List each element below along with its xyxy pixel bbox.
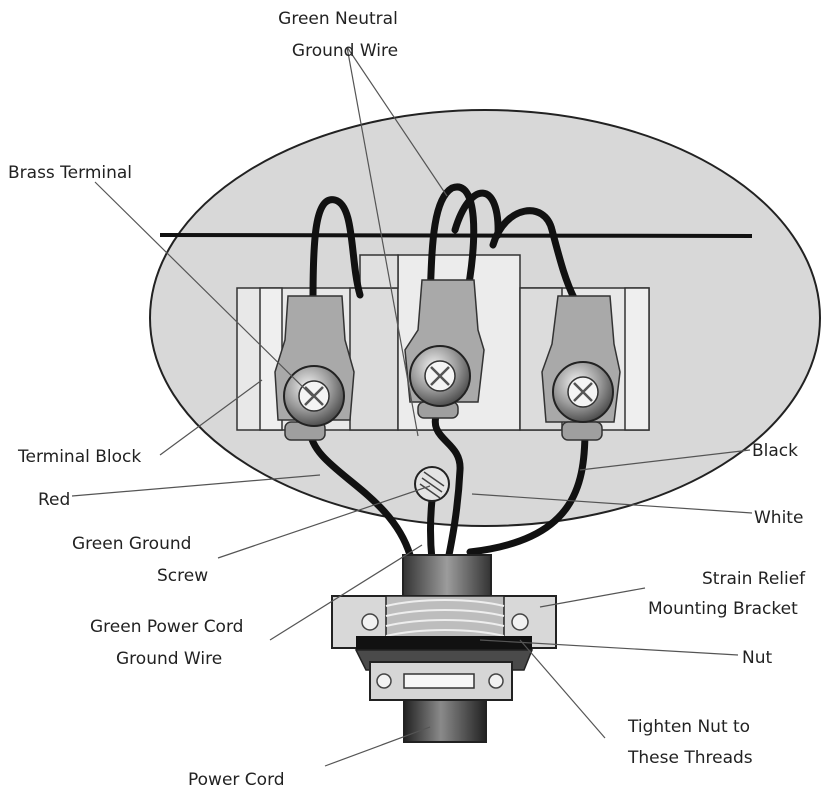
label-red: Red [38, 490, 70, 510]
brass-terminal-screw-left [283, 365, 345, 427]
label-black: Black [752, 441, 798, 461]
green-ground-screw [414, 466, 450, 502]
labels: Green Neutral Ground Wire Brass Terminal… [8, 9, 806, 790]
label-brass-terminal: Brass Terminal [8, 163, 132, 183]
label-green-power-2: Ground Wire [116, 649, 222, 669]
label-green-power-1: Green Power Cord [90, 617, 243, 637]
label-green-ground-2: Screw [157, 566, 208, 586]
brass-terminal-screw-center [409, 345, 471, 407]
label-strain-relief-2: Mounting Bracket [648, 599, 798, 619]
brass-terminal-screw-right [552, 361, 614, 423]
label-terminal-block: Terminal Block [17, 447, 141, 467]
label-nut: Nut [742, 648, 772, 668]
leader-lines [71, 46, 753, 767]
label-strain-relief-1: Strain Relief [702, 569, 806, 589]
label-power-cord: Power Cord [188, 770, 285, 790]
label-white: White [754, 508, 803, 528]
label-green-neutral-1: Green Neutral [278, 9, 398, 29]
power-cord [403, 699, 487, 743]
label-green-ground-1: Green Ground [72, 534, 191, 554]
label-tighten-2: These Threads [627, 748, 753, 768]
lower-plate [369, 661, 513, 701]
label-tighten-1: Tighten Nut to [627, 717, 750, 737]
mounting-bar [159, 233, 753, 238]
label-green-neutral-2: Ground Wire [292, 41, 398, 61]
